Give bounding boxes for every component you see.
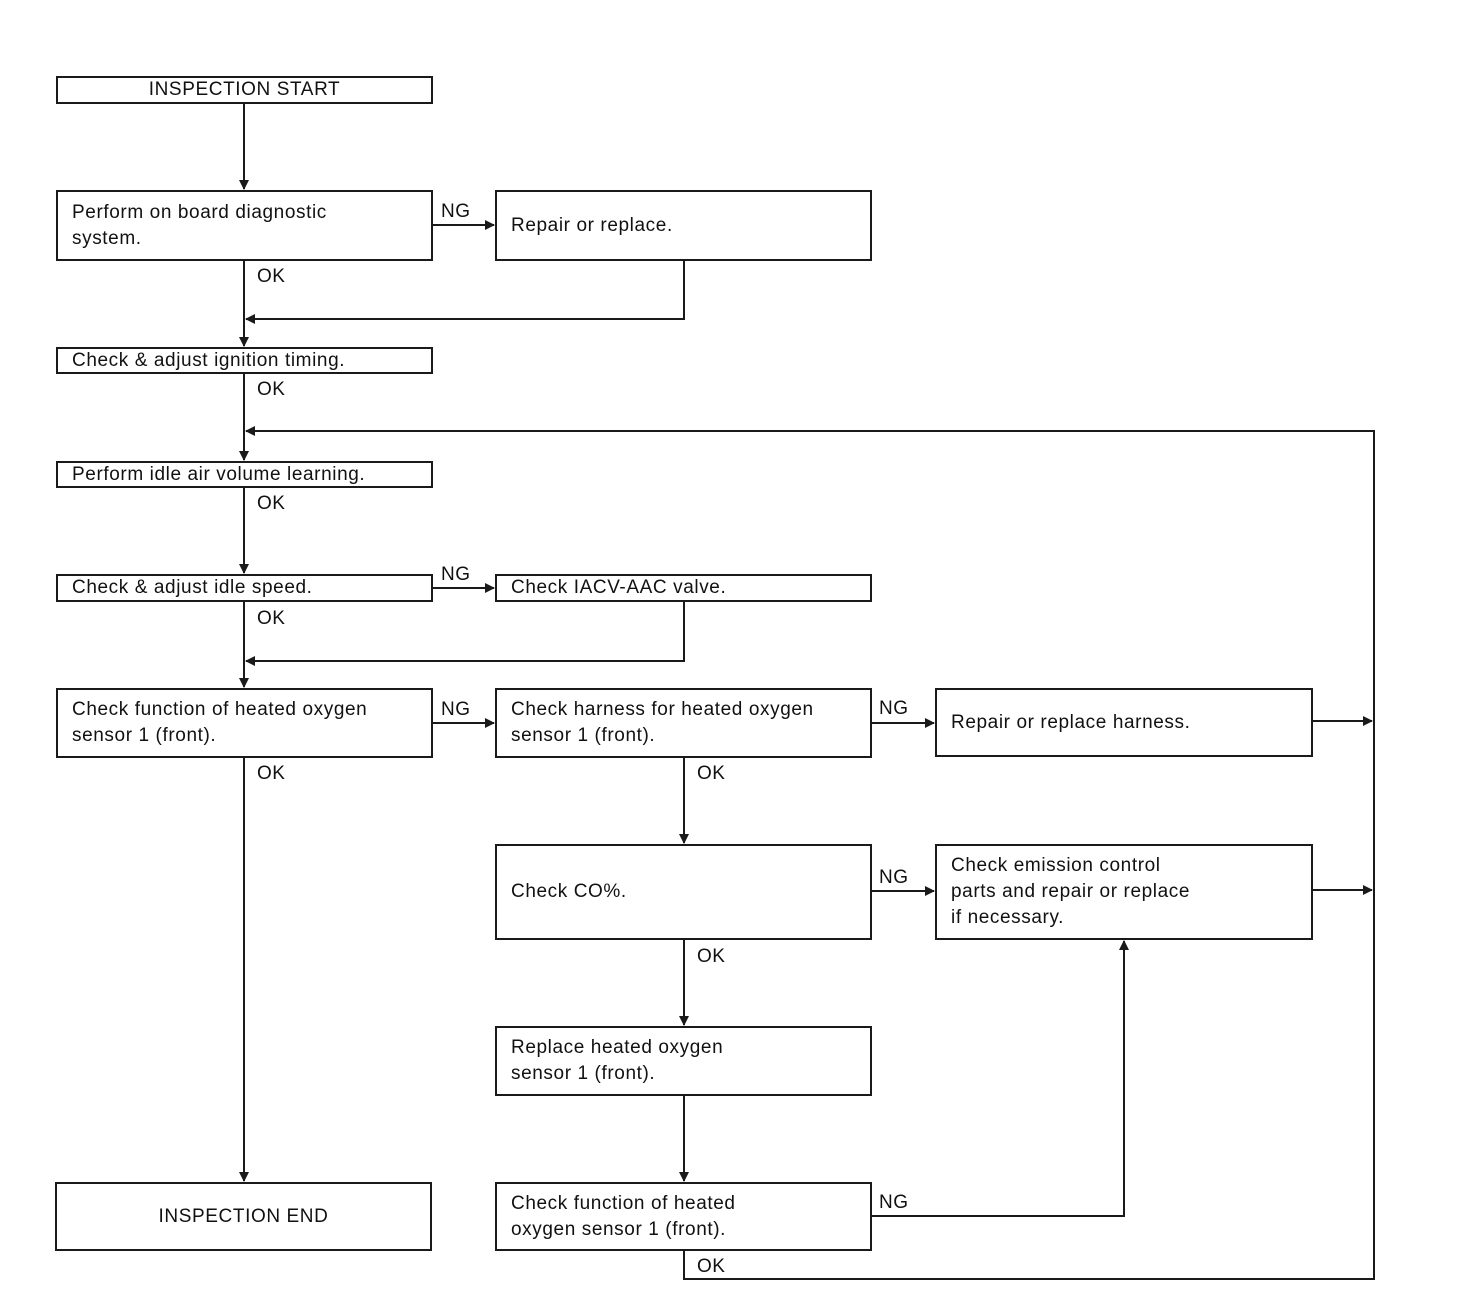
idle-speed-text: Check & adjust idle speed. [72, 577, 313, 598]
idle-air-volume-learning-box: Perform idle air volume learning. [56, 461, 433, 488]
ok-label: OK [257, 266, 286, 287]
ok-label: OK [697, 1256, 726, 1277]
ignition-timing-text: Check & adjust ignition timing. [72, 349, 346, 371]
iacv-aac-valve-box: Check IACV-AAC valve. [495, 574, 872, 602]
idle-speed-box: Check & adjust idle speed. [56, 574, 433, 602]
repair-harness-box: Repair or replace harness. [935, 688, 1313, 757]
ng-label: NG [441, 201, 471, 222]
oxygen-sensor-function-text: Check function of heated oxygen sensor 1… [72, 699, 368, 746]
ng-label: NG [441, 699, 471, 720]
ng-label: NG [879, 698, 909, 719]
replace-sensor-text: Replace heated oxygen sensor 1 (front). [511, 1037, 724, 1084]
repair-harness-text: Repair or replace harness. [951, 711, 1191, 733]
on-board-diagnostic-box: Perform on board diagnostic system. [56, 190, 433, 261]
inspection-end-text: INSPECTION END [158, 1205, 329, 1227]
ok-label: OK [257, 493, 286, 514]
on-board-diagnostic-text: Perform on board diagnostic system. [72, 201, 327, 249]
emission-control-box: Check emission control parts and repair … [935, 844, 1313, 940]
ng-label: NG [879, 867, 909, 888]
idle-air-volume-learning-text: Perform idle air volume learning. [72, 463, 366, 485]
ok-label: OK [697, 946, 726, 967]
ng-label: NG [441, 564, 471, 585]
inspection-start-box: INSPECTION START [56, 76, 433, 104]
oxygen-sensor-function-box: Check function of heated oxygen sensor 1… [56, 688, 433, 758]
inspection-end-box: INSPECTION END [55, 1182, 432, 1251]
ok-label: OK [257, 379, 286, 400]
harness-check-text: Check harness for heated oxygen sensor 1… [511, 699, 814, 746]
repair-or-replace-text: Repair or replace. [511, 214, 673, 236]
ok-label: OK [257, 608, 286, 629]
ignition-timing-box: Check & adjust ignition timing. [56, 347, 433, 374]
co-check-text: Check CO%. [511, 881, 627, 902]
replace-sensor-box: Replace heated oxygen sensor 1 (front). [495, 1026, 872, 1096]
inspection-start-text: INSPECTION START [148, 79, 341, 100]
repair-or-replace-box: Repair or replace. [495, 190, 872, 261]
co-check-box: Check CO%. [495, 844, 872, 940]
iacv-aac-valve-text: Check IACV-AAC valve. [511, 577, 727, 598]
ok-label: OK [257, 763, 286, 784]
ok-label: OK [697, 763, 726, 784]
oxygen-sensor-recheck-text: Check function of heated oxygen sensor 1… [511, 1192, 736, 1240]
harness-check-box: Check harness for heated oxygen sensor 1… [495, 688, 872, 758]
emission-control-text: Check emission control parts and repair … [951, 855, 1191, 928]
oxygen-sensor-recheck-box: Check function of heated oxygen sensor 1… [495, 1182, 872, 1251]
ng-label: NG [879, 1192, 909, 1213]
